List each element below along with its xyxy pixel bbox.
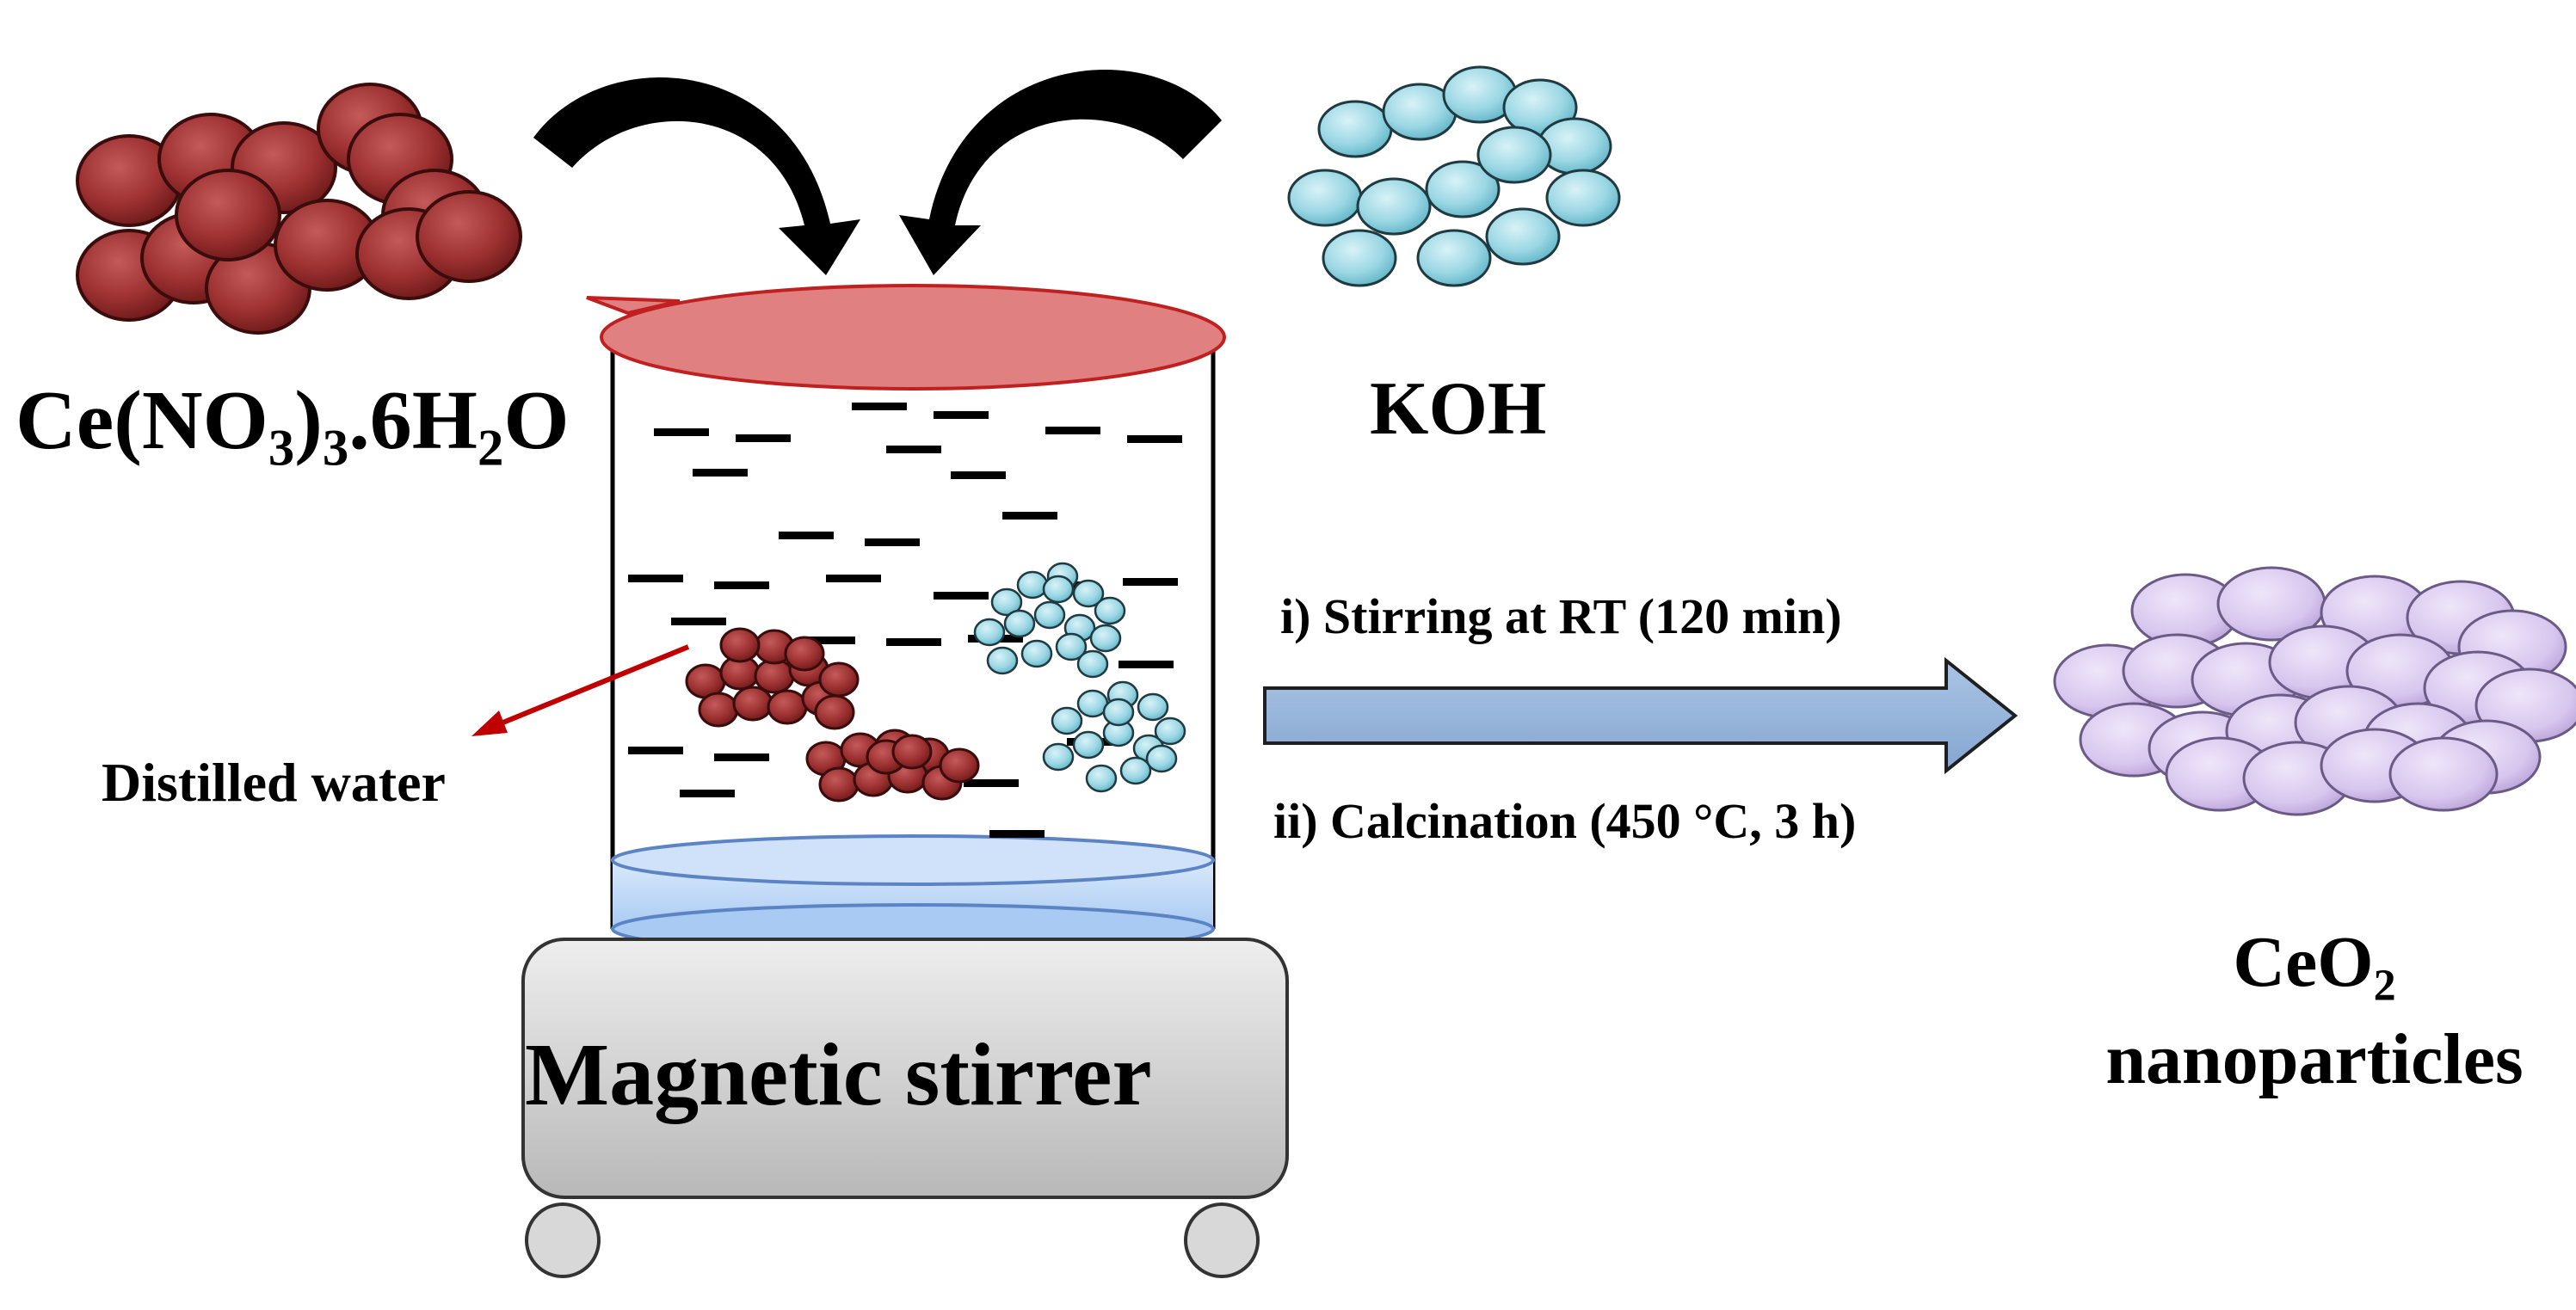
solution-particle <box>818 766 860 803</box>
water-dash <box>736 434 791 442</box>
koh-in-solution <box>973 562 1186 793</box>
water-dash <box>826 575 881 582</box>
solution-particle <box>1085 764 1118 793</box>
magnetic-stirrer <box>521 938 1289 1278</box>
solution-particle <box>1089 624 1122 653</box>
reagent-particle <box>1425 160 1501 218</box>
water-dash <box>671 618 726 625</box>
reagent-cerium-nitrate-label: Ce(NO3)3.6H2O <box>15 374 570 477</box>
reagent-particle <box>175 169 281 261</box>
cerium-nitrate-in-solution <box>685 627 980 803</box>
product-formula: CeO2 <box>2233 922 2396 1011</box>
solution-particle <box>986 646 1019 675</box>
water-dash <box>714 581 769 589</box>
beaker <box>471 284 1226 955</box>
water-dash <box>1119 661 1174 668</box>
beaker-base <box>611 834 1215 955</box>
reagent-particle <box>1485 207 1561 266</box>
koh-particles <box>1287 65 1621 287</box>
reagent-particle <box>1322 229 1397 287</box>
solution-particle <box>784 636 825 672</box>
solution-particle <box>698 692 739 728</box>
water-dash <box>1127 435 1182 443</box>
water-dash <box>934 411 989 419</box>
step-stirring-label: i) Stirring at RT (120 min) <box>1280 588 1842 644</box>
solution-particle <box>1051 706 1083 735</box>
water-pointer-arrow <box>471 644 690 736</box>
solution-particle <box>818 661 860 698</box>
solution-particle <box>1055 632 1088 661</box>
solution-particle <box>1033 600 1066 630</box>
process-arrow-icon <box>1263 656 2018 775</box>
solution-particle <box>767 689 808 725</box>
cerium-nitrate-particles <box>76 83 522 335</box>
solution-particle <box>1137 692 1169 722</box>
solution-particle <box>719 627 761 663</box>
curved-arrow-icon <box>533 77 860 275</box>
solution-particle <box>973 618 1006 647</box>
water-dash <box>628 575 683 582</box>
water-dash <box>852 403 907 410</box>
solution-particle <box>1094 596 1126 625</box>
reagent-particle <box>1287 169 1363 227</box>
curved-arrow-icon <box>899 69 1222 275</box>
reagent-particle <box>1416 229 1492 287</box>
magnetic-stirrer-label: Magnetic stirrer <box>525 1025 1152 1124</box>
solution-particle <box>891 734 933 770</box>
solution-particle <box>1003 609 1036 638</box>
reagent-particle <box>1545 169 1621 227</box>
solution-particle <box>1102 698 1135 727</box>
solution-particle <box>1119 756 1152 785</box>
solution-particle <box>1145 744 1178 773</box>
water-dash <box>934 592 989 600</box>
water-dash <box>714 753 769 761</box>
water-dash <box>964 779 1019 787</box>
solution-particle <box>1042 742 1075 772</box>
reagent-particle <box>1476 126 1552 184</box>
solution-particle <box>732 686 773 722</box>
product-label: CeO2 nanoparticles <box>2065 917 2564 1104</box>
water-dash <box>1002 512 1057 520</box>
solution-particle <box>1072 579 1105 608</box>
stirrer-wheel-right <box>1184 1202 1260 1278</box>
water-dash <box>1123 578 1178 586</box>
water-dash <box>693 469 748 477</box>
ceo2-nanoparticles <box>2053 566 2576 816</box>
reagent-particle <box>416 190 522 283</box>
water-dash <box>886 638 941 646</box>
beaker-lid <box>586 284 1226 391</box>
distilled-water-label: Distilled water <box>102 752 446 813</box>
solution-particle <box>1016 570 1049 600</box>
product-name: nanoparticles <box>2105 1018 2524 1099</box>
water-dash <box>989 830 1045 838</box>
solution-particle <box>939 747 980 784</box>
solution-particle <box>1072 730 1105 760</box>
water-dash <box>680 790 735 797</box>
reagent-koh-label: KOH <box>1370 367 1547 451</box>
solution-particle <box>814 694 855 730</box>
reagent-particle <box>1317 100 1393 158</box>
stirrer-wheel-left <box>525 1202 601 1278</box>
water-dash <box>1045 427 1100 434</box>
water-dash <box>779 532 834 539</box>
step-calcination-label: ii) Calcination (450 °C, 3 h) <box>1273 793 1857 849</box>
product-particle <box>2388 736 2499 812</box>
water-dash <box>654 428 709 436</box>
solution-particle <box>1020 639 1053 668</box>
water-dash <box>800 637 855 644</box>
solution-particle <box>1042 575 1075 604</box>
solution-particle <box>1154 717 1186 746</box>
water-dash <box>628 747 683 754</box>
reagent-particle <box>1356 177 1432 236</box>
water-dash <box>951 471 1006 479</box>
solution-particle <box>990 587 1023 617</box>
water-dash <box>865 538 920 546</box>
solution-particle <box>1076 649 1109 679</box>
water-dash <box>886 446 941 453</box>
